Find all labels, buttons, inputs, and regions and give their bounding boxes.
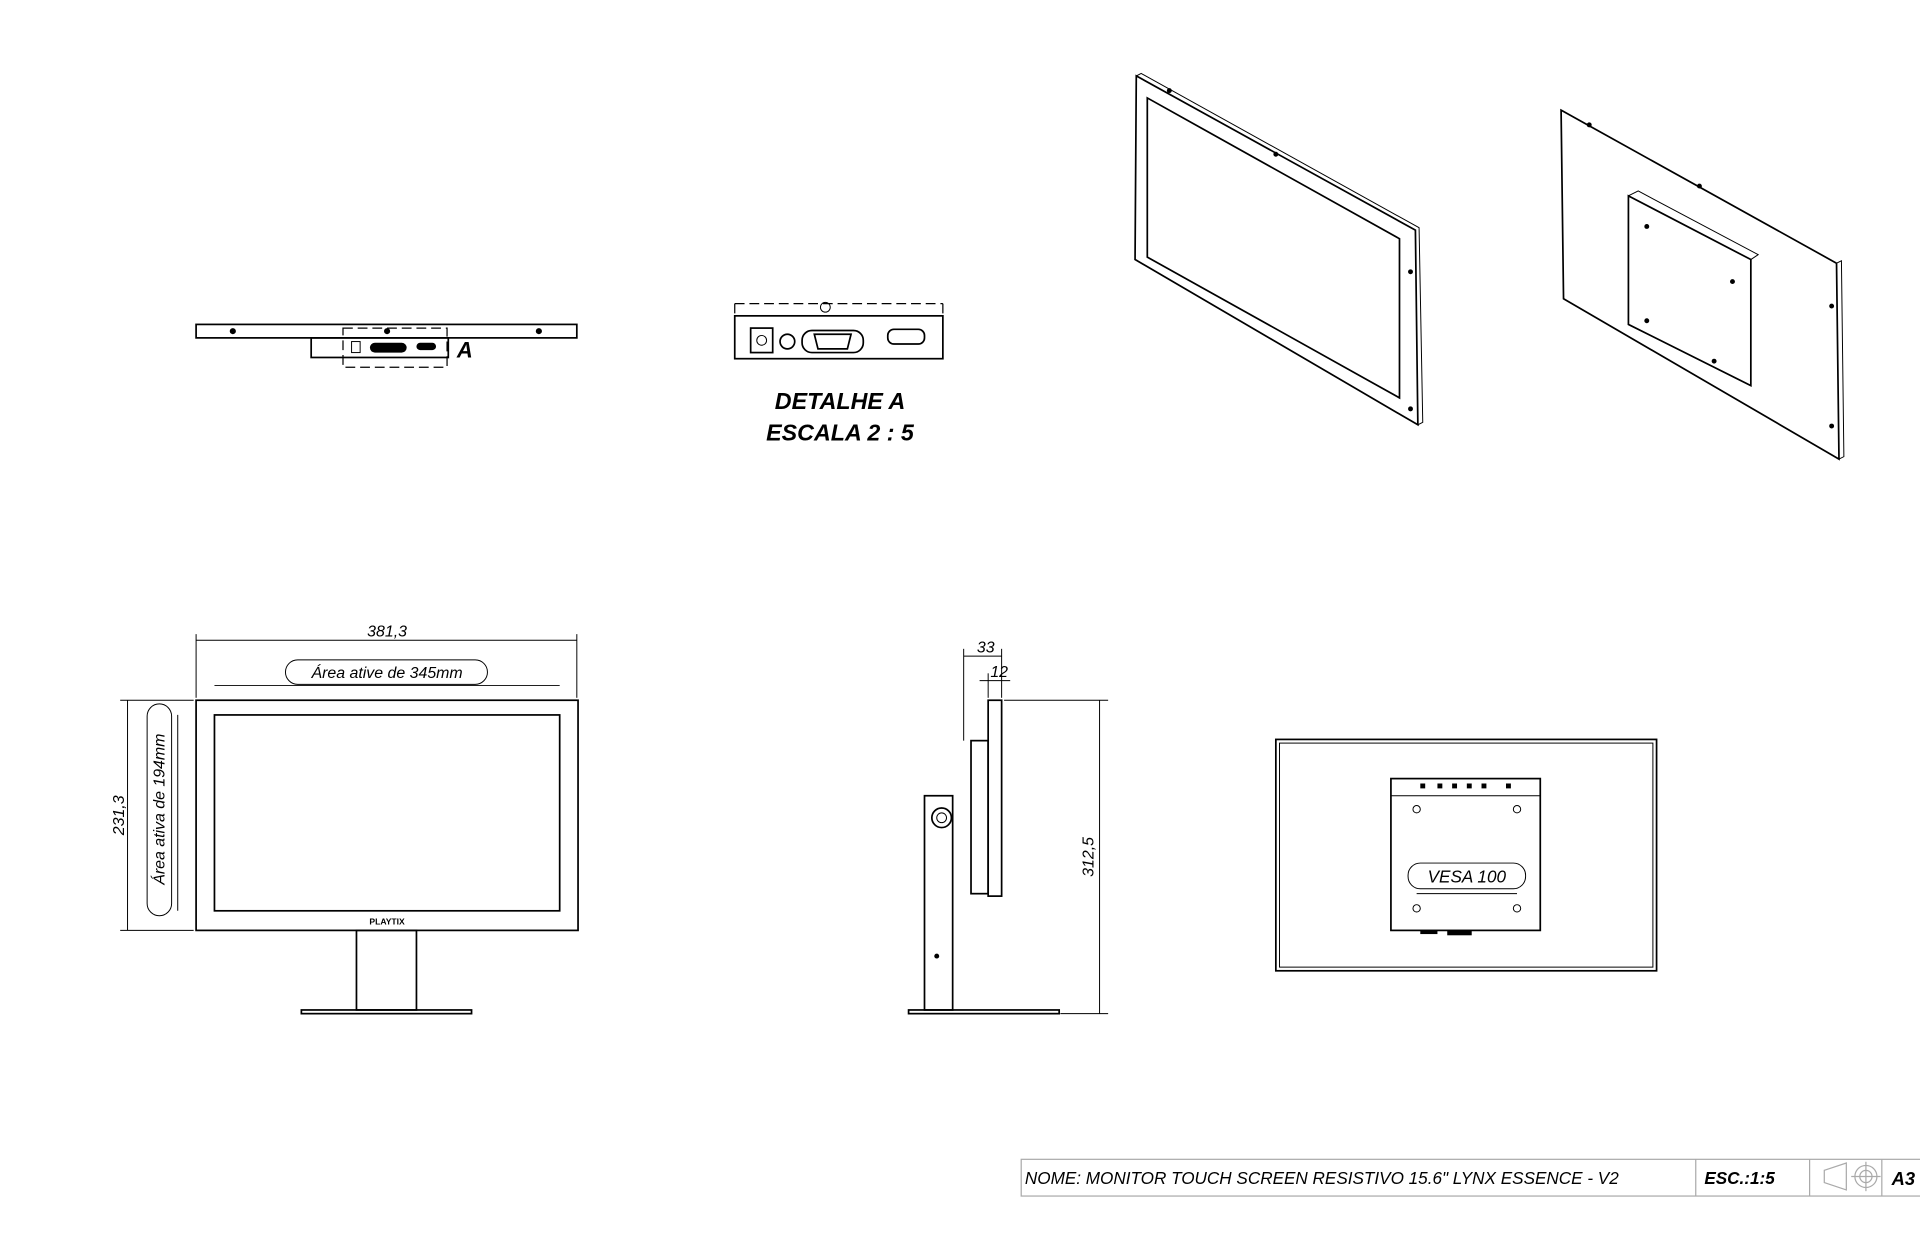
projection-symbol-icon [1823, 1161, 1881, 1192]
sheet-size: A3 [1891, 1168, 1915, 1189]
active-width-label: Área ative de 345mm [310, 663, 462, 682]
isometric-front-view [1134, 72, 1424, 427]
front-view: 381,3 Área ative de 345mm 231,3 Área ati… [111, 624, 579, 1015]
back-view: VESA 100 [1274, 738, 1658, 972]
side-view: 33 12 312,5 [907, 640, 1109, 1015]
width-dimension: 381,3 [367, 624, 407, 641]
height-dimension: 231,3 [111, 795, 128, 836]
vesa-label: VESA 100 [1428, 867, 1507, 887]
brand-logo: PLAYTIX [369, 916, 405, 926]
top-view: A [195, 323, 578, 368]
drawing-name: NOME: MONITOR TOUCH SCREEN RESISTIVO 15.… [1025, 1168, 1619, 1188]
total-height-dimension: 312,5 [1080, 837, 1097, 877]
title-block: NOME: MONITOR TOUCH SCREEN RESISTIVO 15.… [1020, 1158, 1920, 1197]
active-height-label: Área ativa de 194mm [149, 734, 168, 886]
drawing-scale: ESC.:1:5 [1704, 1168, 1775, 1188]
isometric-back-view [1560, 108, 1845, 461]
panel-thickness-dimension: 12 [990, 664, 1008, 681]
detail-title: DETALHE A [775, 388, 905, 414]
detail-marker: A [456, 337, 473, 362]
detail-a-view: DETALHE A ESCALA 2 : 5 [733, 301, 944, 446]
depth-dimension: 33 [977, 640, 995, 657]
detail-scale: ESCALA 2 : 5 [766, 420, 915, 446]
